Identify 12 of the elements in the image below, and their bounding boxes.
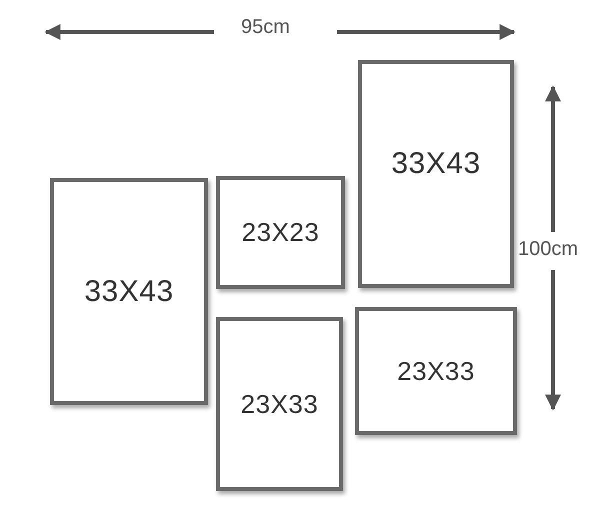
picture-frame xyxy=(358,60,514,288)
size-label: 23X23 xyxy=(242,217,320,248)
size-label: 23X33 xyxy=(397,356,475,386)
size-label: 33X43 xyxy=(391,147,481,181)
picture-frame xyxy=(355,307,517,435)
dimension-label: 95cm xyxy=(241,16,290,39)
size-label: 23X33 xyxy=(240,388,318,420)
size-label: 33X43 xyxy=(84,274,174,308)
picture-frame xyxy=(50,178,208,405)
picture-frame xyxy=(216,176,345,289)
picture-frame xyxy=(216,317,343,491)
dimension-label: 100cm xyxy=(518,238,578,261)
